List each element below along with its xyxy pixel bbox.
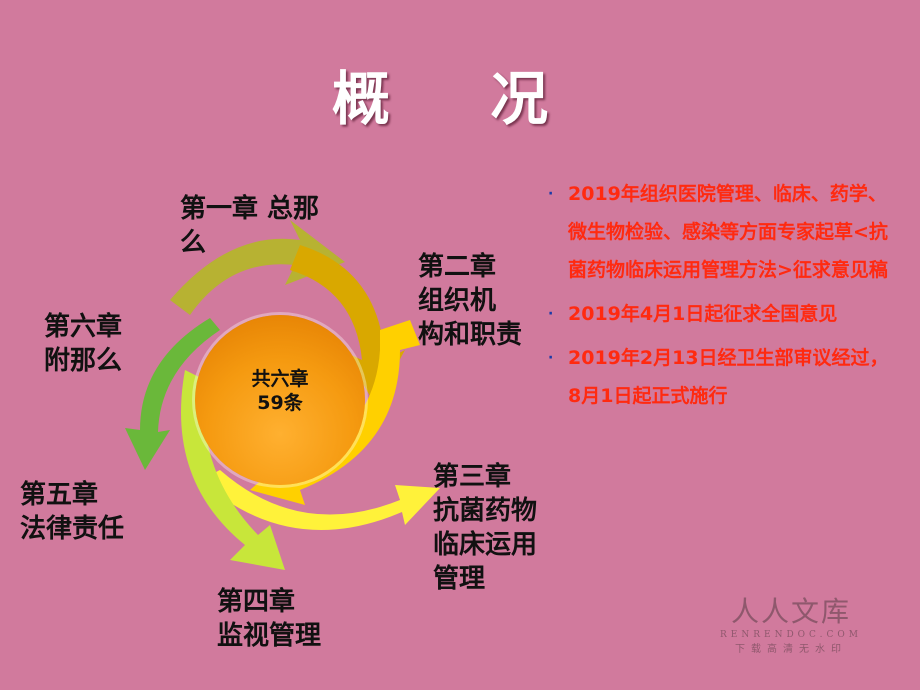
arrow-chapter-5	[181, 370, 285, 570]
chapter-1-line: 么	[180, 228, 207, 258]
arrow-chapter-2	[290, 245, 405, 405]
center-line-1: 共六章	[251, 368, 309, 390]
chapter-4-line: 第四章	[217, 587, 296, 617]
chapter-5-line: 法律责任	[20, 514, 125, 544]
watermark-url: RENRENDOC.COM	[720, 630, 862, 640]
arrow-chapter-3	[250, 320, 420, 505]
chapter-2-line: 第二章	[418, 252, 497, 282]
chapter-5-line: 第五章	[20, 480, 99, 510]
chapter-3-line: 管理	[433, 564, 486, 594]
chapter-1-label: 第一章 总那 么	[180, 192, 319, 260]
arrow-chapter-4	[200, 470, 440, 530]
chapter-4-line: 监视管理	[217, 621, 322, 651]
watermark-slogan: 下载高清无水印	[734, 644, 847, 655]
chapter-3-line: 临床运用	[433, 530, 538, 560]
watermark: 人人文库 RENRENDOC.COM 下载高清无水印	[720, 590, 862, 655]
bullet-text: 2019年组织医院管理、临床、药学、微生物检验、感染等方面专家起草<抗菌药物临床…	[568, 183, 888, 281]
chapter-2-line: 构和职责	[418, 320, 523, 350]
chapter-3-label: 第三章 抗菌药物 临床运用 管理	[433, 460, 537, 596]
chapter-5-label: 第五章 法律责任	[20, 478, 124, 546]
bullet-text: 2019年4月1日起征求全国意见	[568, 303, 838, 325]
chapter-3-line: 第三章	[433, 462, 512, 492]
watermark-title: 人人文库	[730, 595, 851, 628]
bullet-dot-icon: ·	[548, 186, 554, 202]
chapter-3-line: 抗菌药物	[433, 496, 538, 526]
center-line-2: 59条	[257, 392, 303, 414]
chapter-6-label: 第六章 附那么	[44, 310, 122, 378]
chapter-6-line: 附那么	[44, 346, 123, 376]
arrow-chapter-6	[125, 318, 220, 470]
page-title: 概 况	[331, 65, 589, 133]
chapter-6-line: 第六章	[44, 312, 123, 342]
arrow-chapter-1	[170, 220, 345, 315]
chapter-2-label: 第二章 组织机 构和职责	[418, 250, 522, 352]
bullet-item: · 2019年2月13日经卫生部审议经过， 8月1日起正式施行	[548, 339, 898, 415]
bullet-list: · 2019年组织医院管理、临床、药学、微生物检验、感染等方面专家起草<抗菌药物临…	[548, 175, 898, 421]
chapter-2-line: 组织机	[418, 286, 497, 316]
bullet-text: 2019年2月13日经卫生部审议经过， 8月1日起正式施行	[568, 347, 889, 407]
bullet-dot-icon: ·	[548, 306, 554, 322]
chapter-1-line: 第一章 总那	[180, 194, 320, 224]
chapter-4-label: 第四章 监视管理	[217, 585, 321, 653]
bullet-dot-icon: ·	[548, 350, 554, 366]
center-circle: 共六章 59条	[195, 315, 365, 485]
bullet-item: · 2019年4月1日起征求全国意见	[548, 295, 898, 333]
bullet-item: · 2019年组织医院管理、临床、药学、微生物检验、感染等方面专家起草<抗菌药物临…	[548, 175, 898, 289]
